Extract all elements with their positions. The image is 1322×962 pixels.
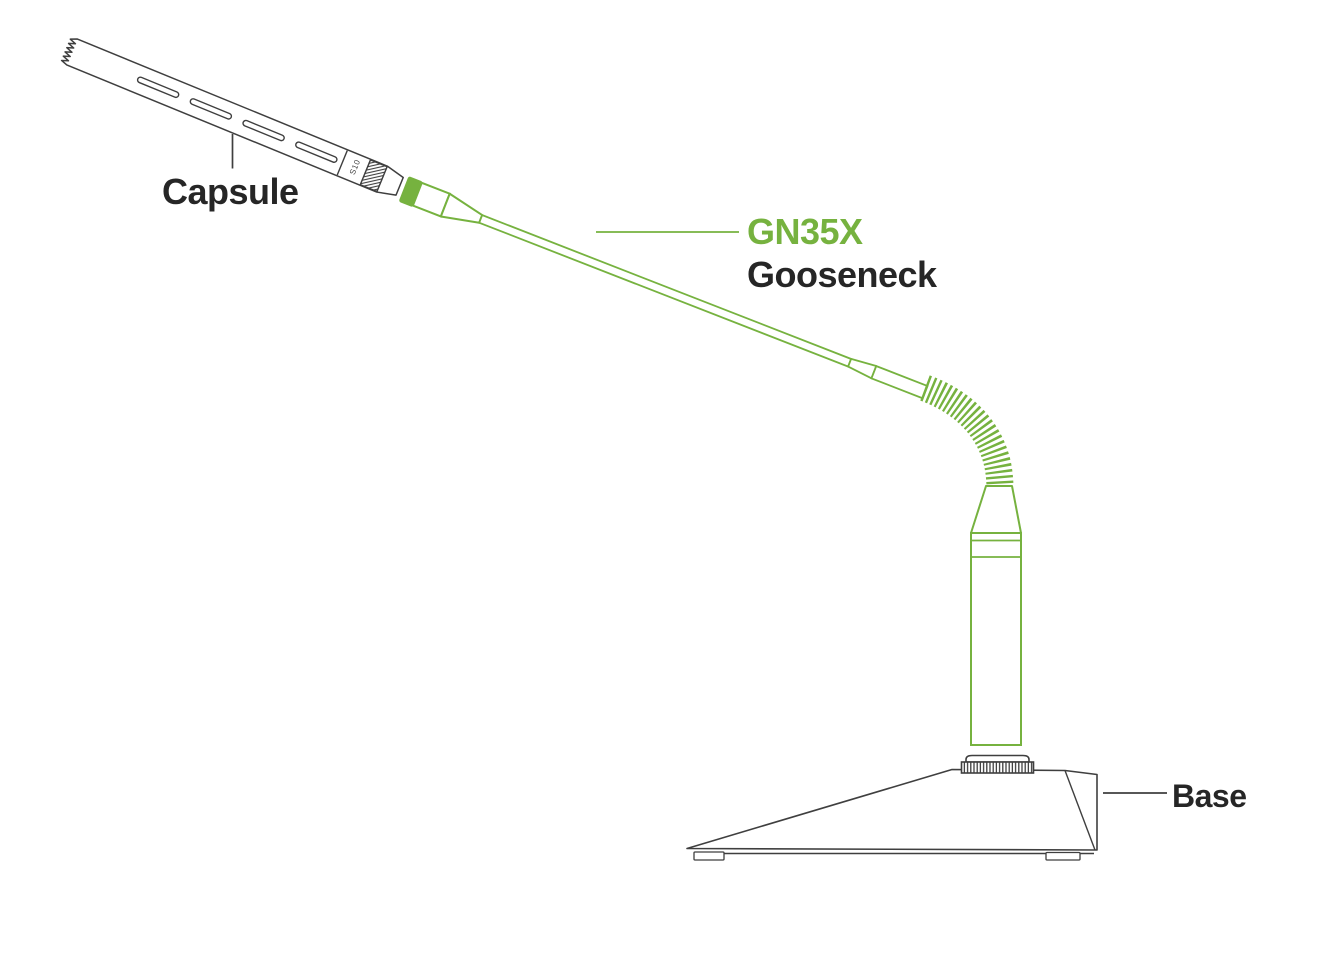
- capsule-slot: [295, 141, 338, 163]
- base-label: Base: [1172, 778, 1247, 814]
- base-rear-edge: [1064, 770, 1096, 851]
- capsule-slot: [242, 119, 285, 142]
- base-body: [686, 768, 1098, 851]
- capsule-slot: [136, 76, 180, 99]
- capsule-assembly: S10: [60, 38, 404, 196]
- gooseneck-label: Gooseneck: [747, 254, 938, 295]
- knurled-ring-band: [960, 761, 1035, 774]
- capsule-knurl-band: [359, 159, 388, 192]
- capsule-slot: [189, 98, 233, 120]
- lower-tube-cylinder: [970, 532, 1022, 746]
- base-assembly: [686, 754, 1098, 861]
- capsule-label: Capsule: [162, 171, 299, 212]
- gooseneck-connector-taper: [439, 192, 484, 224]
- capsule-ring-divider: [336, 150, 348, 176]
- base-knurled-ring: [960, 754, 1035, 774]
- gooseneck-assembly: [399, 176, 929, 400]
- gooseneck-lower-tube: [970, 485, 1022, 746]
- gooseneck-flex-section: [920, 375, 1014, 487]
- model-label: GN35X: [747, 211, 863, 252]
- base-foot-right: [1045, 851, 1081, 861]
- base-foot-left: [693, 851, 725, 861]
- gooseneck-collar-rear: [870, 364, 929, 400]
- lower-tube-flare: [970, 485, 1022, 534]
- knurled-ring-cap: [965, 754, 1030, 763]
